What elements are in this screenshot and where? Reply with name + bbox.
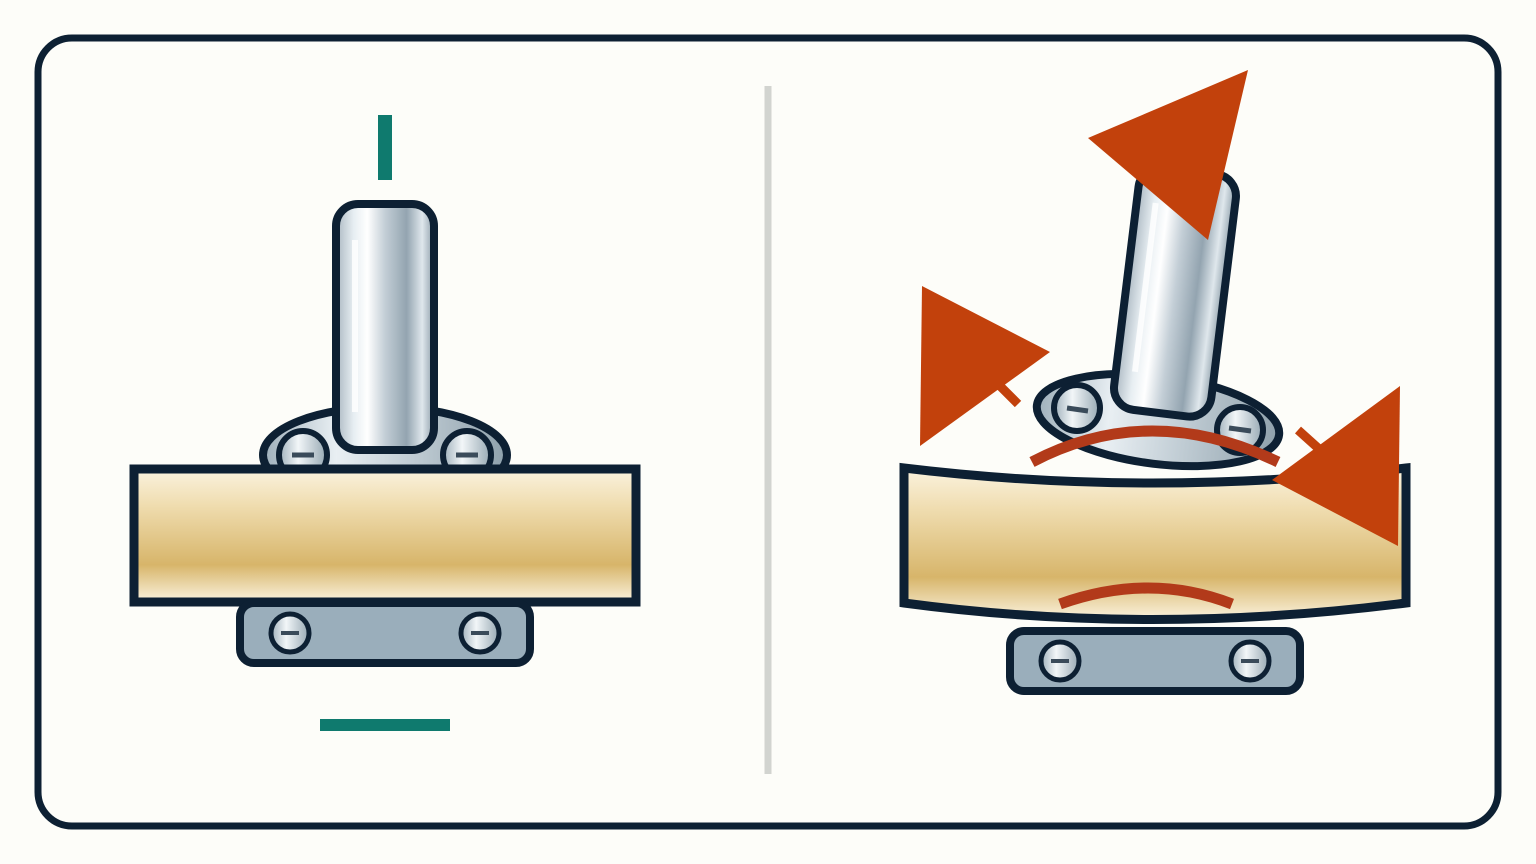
screw-icon bbox=[1038, 639, 1082, 683]
wood-board bbox=[129, 464, 641, 607]
screw-icon bbox=[1228, 639, 1272, 683]
left-panel bbox=[129, 115, 641, 731]
warning-arrow-left bbox=[920, 286, 1050, 446]
wood-board-bowed bbox=[899, 462, 1411, 624]
stress-arc-bottom bbox=[1058, 582, 1234, 610]
screw-icon bbox=[268, 611, 312, 655]
vertical-alignment-mark bbox=[378, 115, 392, 180]
warning-arrow-right bbox=[1272, 386, 1400, 546]
warning-arrow-top bbox=[1088, 70, 1248, 240]
level-mark bbox=[320, 719, 450, 731]
screw-icon bbox=[458, 611, 502, 655]
right-panel bbox=[899, 70, 1411, 695]
backing-plate bbox=[1006, 627, 1304, 695]
screw-icon bbox=[1051, 382, 1103, 434]
metal-post bbox=[332, 200, 438, 454]
backing-plate bbox=[236, 599, 534, 667]
stress-arc-top bbox=[1029, 425, 1281, 467]
